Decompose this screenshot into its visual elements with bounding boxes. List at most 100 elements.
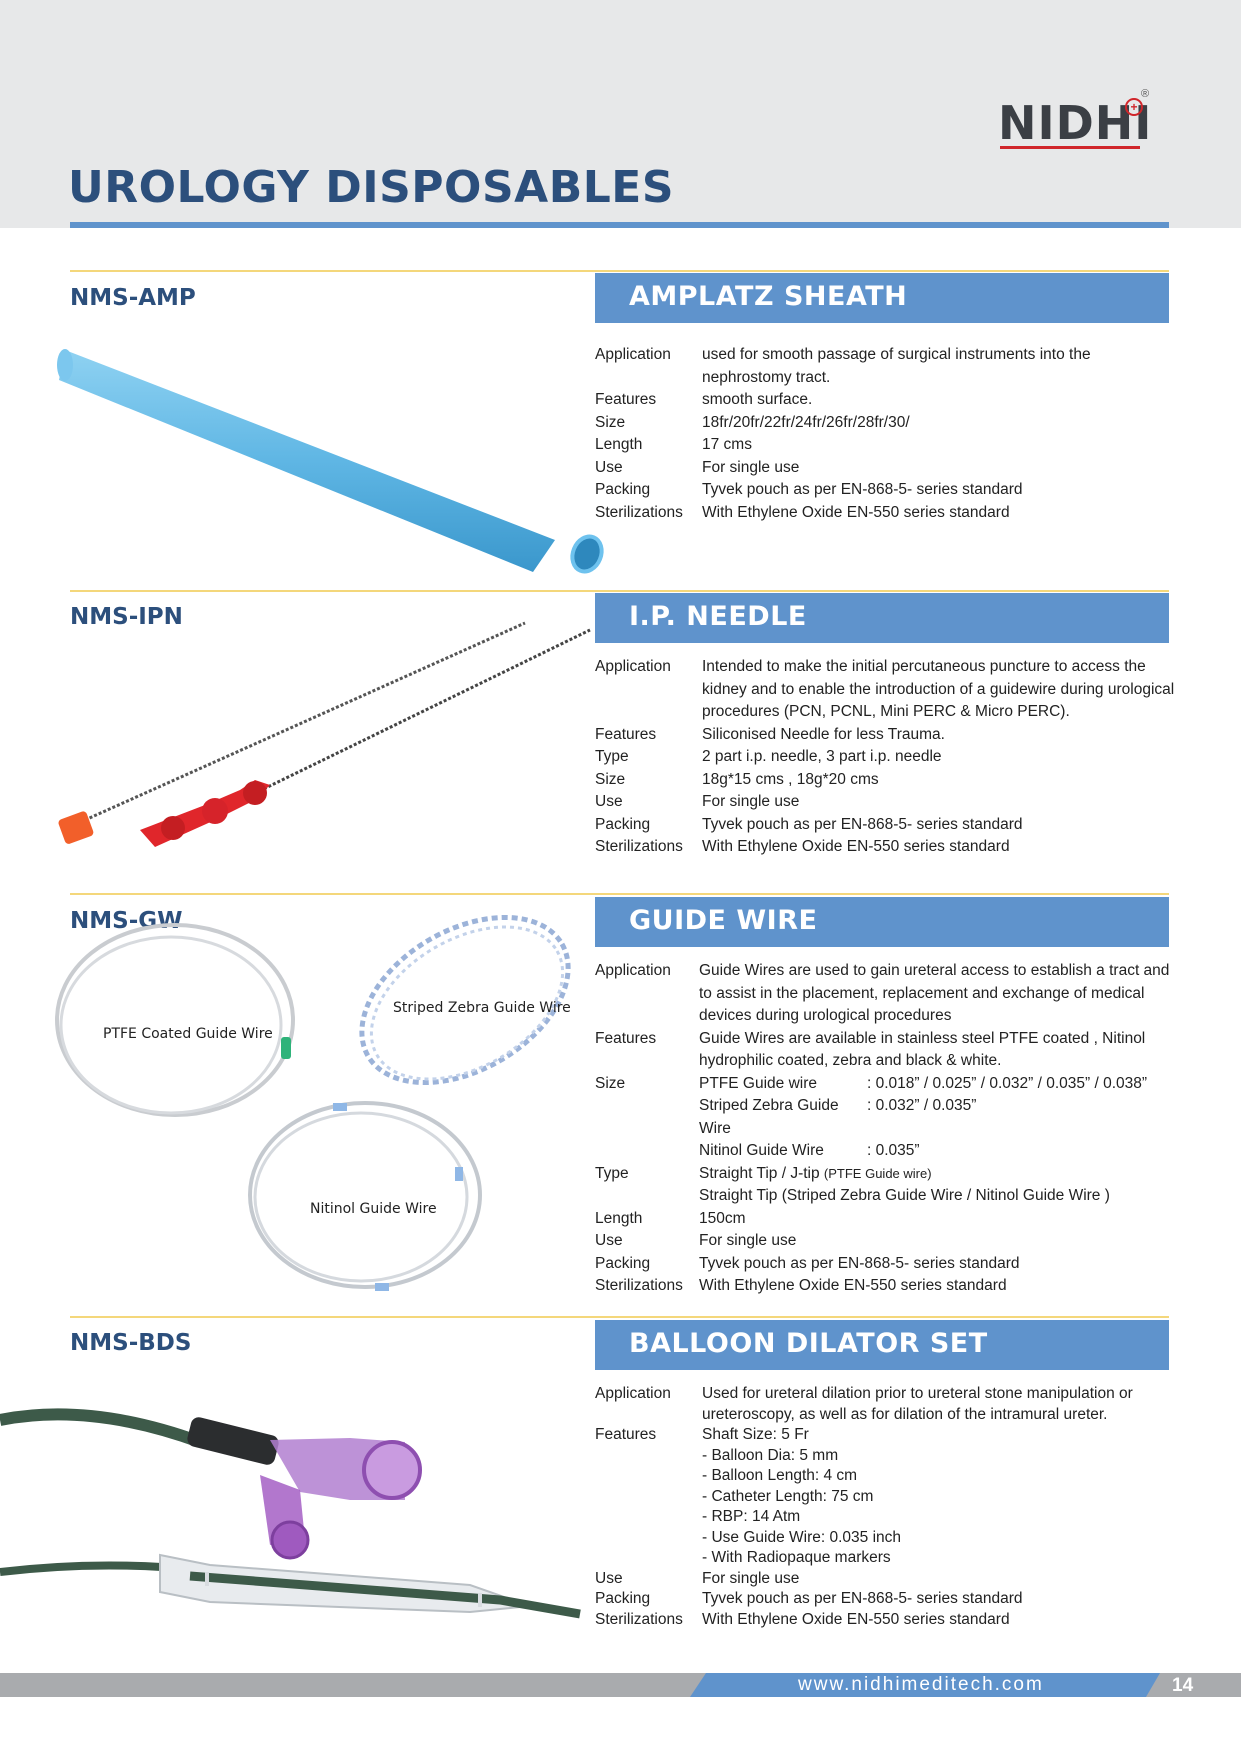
spec-value: 17 cms — [702, 436, 752, 453]
size-item: Nitinol Guide Wire : 0.035” — [699, 1140, 1175, 1163]
spec-value: For single use — [702, 458, 800, 476]
spec-label: Application — [595, 658, 671, 675]
spec-row: Type Straight Tip / J-tip (PTFE Guide wi… — [595, 1163, 1175, 1208]
spec-value: Shaft Size: 5 Fr - Balloon Dia: 5 mm - B… — [702, 1425, 1175, 1569]
medical-cross-icon: + — [1125, 98, 1143, 116]
product-title: BALLOON DILATOR SET — [629, 1328, 988, 1359]
needle-cap — [58, 811, 94, 844]
spec-value: 18g*15 cms , 18g*20 cms — [702, 770, 879, 788]
size-item-name: Striped Zebra Guide Wire — [699, 1097, 839, 1137]
section-divider — [70, 893, 1169, 895]
guide-wire-label-zebra: Striped Zebra Guide Wire — [393, 1000, 571, 1016]
needle-shaft — [84, 621, 526, 822]
ptfe-wire-clip — [281, 1037, 291, 1059]
feature-line: - Balloon Dia: 5 mm — [702, 1446, 839, 1464]
spec-value: PTFE Guide wire : 0.018” / 0.025” / 0.032… — [699, 1073, 1175, 1163]
spec-value: With Ethylene Oxide EN-550 series standa… — [702, 503, 1010, 521]
spec-label: Application — [595, 1385, 671, 1402]
product-title-bar: AMPLATZ SHEATH — [595, 273, 1169, 323]
balloon-dilator-image — [0, 1408, 581, 1619]
spec-label: Use — [595, 1569, 623, 1587]
needle-hub-grip — [243, 781, 267, 805]
size-item-name: Nitinol Guide Wire — [699, 1142, 824, 1159]
size-item-value: : 0.035” — [867, 1142, 920, 1159]
ip-needle-image — [58, 621, 591, 847]
product-title-bar: GUIDE WIRE — [595, 897, 1169, 947]
catheter-shaft — [0, 1408, 203, 1448]
ptfe-wire-coil — [55, 923, 295, 1117]
nitinol-wire-clip — [333, 1103, 347, 1111]
nitinol-wire-coil — [248, 1101, 482, 1289]
amplatz-sheath-image — [57, 349, 604, 574]
spec-row: Packing Tyvek pouch as per EN-868-5- seri… — [595, 1253, 1175, 1276]
needle-shaft — [164, 628, 591, 839]
sheath-opening — [57, 349, 73, 381]
type-note: (PTFE Guide wire) — [823, 1165, 932, 1181]
feature-line: Shaft Size: 5 Fr — [702, 1426, 809, 1443]
title-rule — [70, 222, 1169, 228]
guide-wire-label-ptfe: PTFE Coated Guide Wire — [103, 1026, 273, 1042]
spec-value: With Ethylene Oxide EN-550 series standa… — [702, 1610, 1010, 1628]
spec-row: Application Used for ureteral dilation pr… — [595, 1384, 1175, 1425]
spec-label: Packing — [595, 1254, 651, 1272]
spec-table: Application Used for ureteral dilation pr… — [595, 1384, 1175, 1630]
sheath-tube — [59, 350, 555, 572]
spec-value: With Ethylene Oxide EN-550 series standa… — [702, 838, 1010, 855]
size-item: Striped Zebra Guide Wire: 0.032” / 0.035… — [699, 1095, 1175, 1140]
header-band — [0, 0, 1241, 228]
spec-value: Tyvek pouch as per EN-868-5- series stan… — [702, 815, 1023, 833]
spec-label: Application — [595, 962, 671, 979]
logo-underline — [1000, 146, 1140, 149]
spec-value: Straight Tip / J-tip (PTFE Guide wire) S… — [699, 1163, 1175, 1208]
feature-line: - Catheter Length: 75 cm — [702, 1487, 874, 1505]
spec-label: Type — [595, 1164, 629, 1182]
type-line: Straight Tip (Striped Zebra Guide Wire /… — [699, 1187, 1110, 1204]
radiopaque-marker — [205, 1572, 209, 1586]
feature-line: - With Radiopaque markers — [702, 1549, 891, 1566]
product-title-bar: I.P. NEEDLE — [595, 593, 1169, 643]
nitinol-wire-coil — [253, 1111, 469, 1283]
registered-mark: ® — [1141, 88, 1150, 100]
spec-value: Tyvek pouch as per EN-868-5- series stan… — [699, 1254, 1020, 1272]
footer-url-band — [690, 1673, 1160, 1697]
product-code: NMS-AMP — [70, 285, 196, 311]
ptfe-wire-coil — [59, 935, 283, 1115]
spec-label: Size — [595, 413, 626, 431]
size-item-value: : 0.018” / 0.025” / 0.032” / 0.035” / 0.… — [867, 1074, 1148, 1092]
spec-value: Used for ureteral dilation prior to uret… — [702, 1385, 1133, 1423]
website-link[interactable]: www.nidhimeditech.com — [798, 1674, 1044, 1695]
spec-row: Sterilizations With Ethylene Oxide EN-550… — [595, 502, 1175, 525]
type-line: Straight Tip / J-tip — [699, 1164, 820, 1182]
needle-hub-grip — [202, 798, 228, 824]
product-code: NMS-GW — [70, 908, 183, 934]
spec-label: Type — [595, 748, 629, 765]
spec-label: Sterilizations — [595, 503, 683, 521]
size-item-name: PTFE Guide wire — [699, 1074, 818, 1092]
spec-label: Length — [595, 1209, 643, 1227]
product-code: NMS-BDS — [70, 1330, 192, 1356]
spec-label: Features — [595, 1426, 657, 1443]
feature-line: - Use Guide Wire: 0.035 inch — [702, 1528, 902, 1546]
guide-wire-label-nitinol: Nitinol Guide Wire — [310, 1201, 437, 1217]
feature-line: - RBP: 14 Atm — [702, 1508, 801, 1525]
nitinol-wire-clip — [455, 1167, 463, 1181]
spec-label: Use — [595, 1232, 623, 1249]
